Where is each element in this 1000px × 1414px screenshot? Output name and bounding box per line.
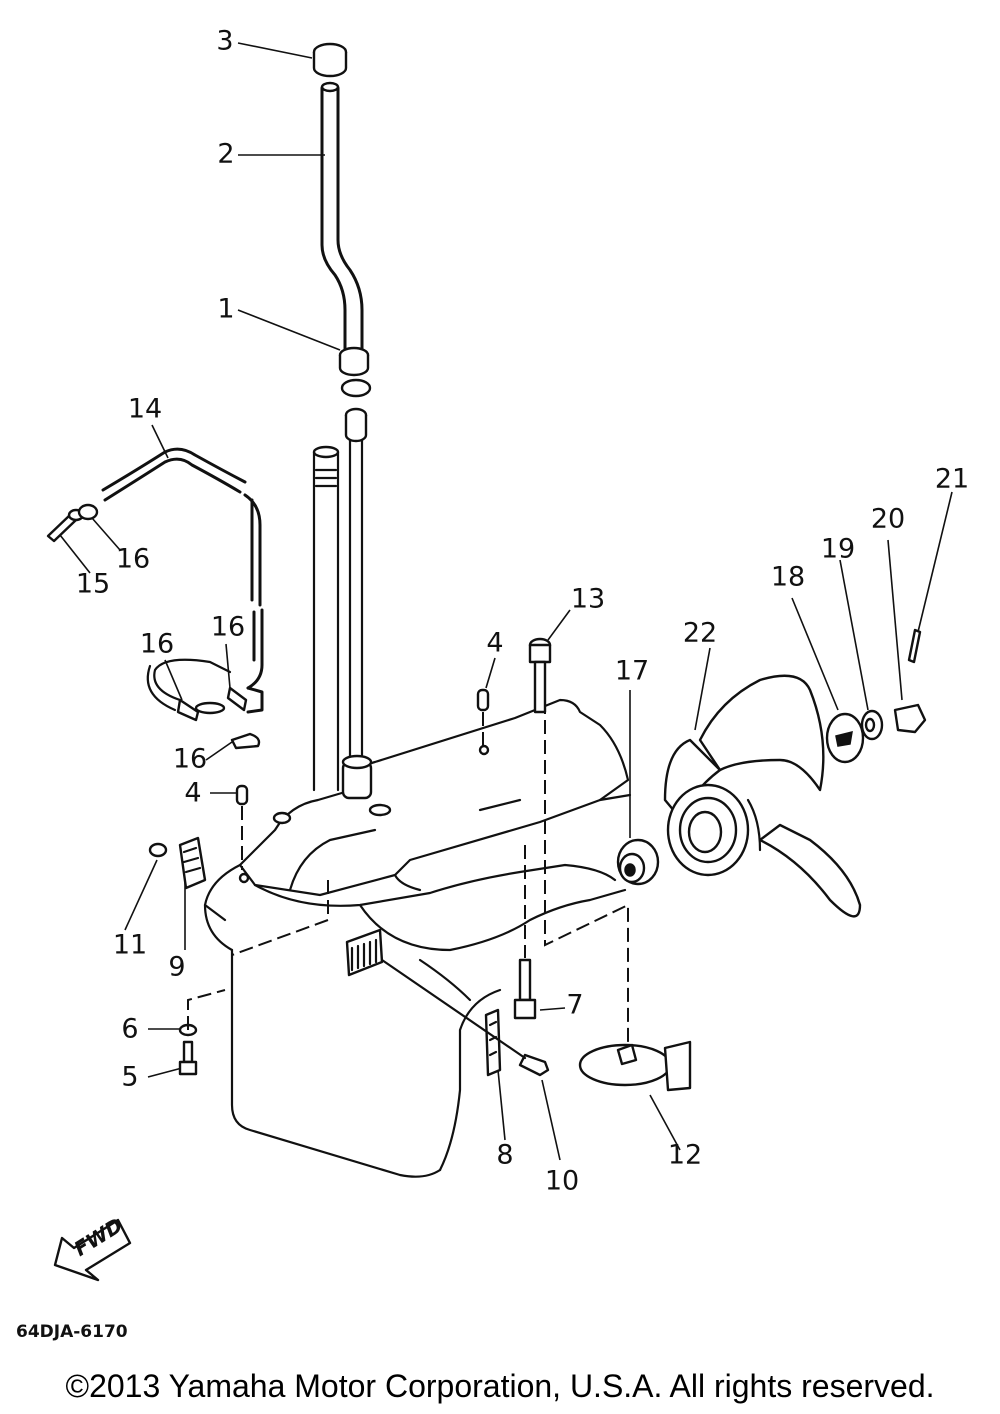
- callout-22: 22: [683, 618, 717, 649]
- callout-6: 6: [121, 1014, 138, 1045]
- callout-16-d: 16: [173, 744, 207, 775]
- anode-8-screw-10: [380, 958, 550, 1077]
- callout-21: 21: [935, 464, 969, 495]
- callout-19: 19: [821, 534, 855, 565]
- callout-16-b: 16: [140, 629, 174, 660]
- bolt-7: [513, 845, 537, 1020]
- callout-17: 17: [615, 656, 649, 687]
- copyright-notice: ©2013 Yamaha Motor Corporation, U.S.A. A…: [65, 1368, 935, 1404]
- callout-15: 15: [76, 569, 110, 600]
- callout-2: 2: [217, 139, 234, 170]
- drive-shaft: [312, 445, 340, 792]
- callout-16-c: 16: [211, 612, 245, 643]
- bolt-13: [528, 637, 552, 714]
- leader-lines: [59, 42, 953, 1161]
- callout-1: 1: [217, 294, 234, 325]
- callout-20: 20: [871, 504, 905, 535]
- callout-13: 13: [571, 584, 605, 615]
- callout-14: 14: [128, 394, 162, 425]
- callout-8: 8: [496, 1140, 513, 1171]
- trim-tab-12: [544, 700, 692, 1092]
- callout-4-upper: 4: [486, 628, 503, 659]
- callout-11: 11: [113, 930, 147, 961]
- prop-hardware: [825, 628, 927, 764]
- propeller-22: [663, 674, 862, 918]
- shift-rod-assembly: [312, 42, 372, 767]
- water-tube: [46, 447, 264, 750]
- callout-12: 12: [668, 1140, 702, 1171]
- spacer-17: [616, 838, 660, 886]
- callout-3: 3: [216, 26, 233, 57]
- callout-4-lower: 4: [184, 778, 201, 809]
- callout-7: 7: [566, 990, 583, 1021]
- callout-5: 5: [121, 1062, 138, 1093]
- callout-9: 9: [168, 952, 185, 983]
- diagram-code: 64DJA-6170: [16, 1322, 128, 1342]
- lower-casing: [203, 698, 632, 1178]
- bolt-5-washer-6: [178, 989, 226, 1076]
- dowel-pins: [235, 688, 490, 870]
- callout-10: 10: [545, 1166, 579, 1197]
- bracket-9: [148, 836, 207, 890]
- callout-numbers: 1 2 3 4 4 5 6 7 8 9 10 11 12 13 14 15 16…: [76, 26, 969, 1197]
- fwd-arrow: [53, 1218, 132, 1282]
- callout-18: 18: [771, 562, 805, 593]
- callout-16-a: 16: [116, 544, 150, 575]
